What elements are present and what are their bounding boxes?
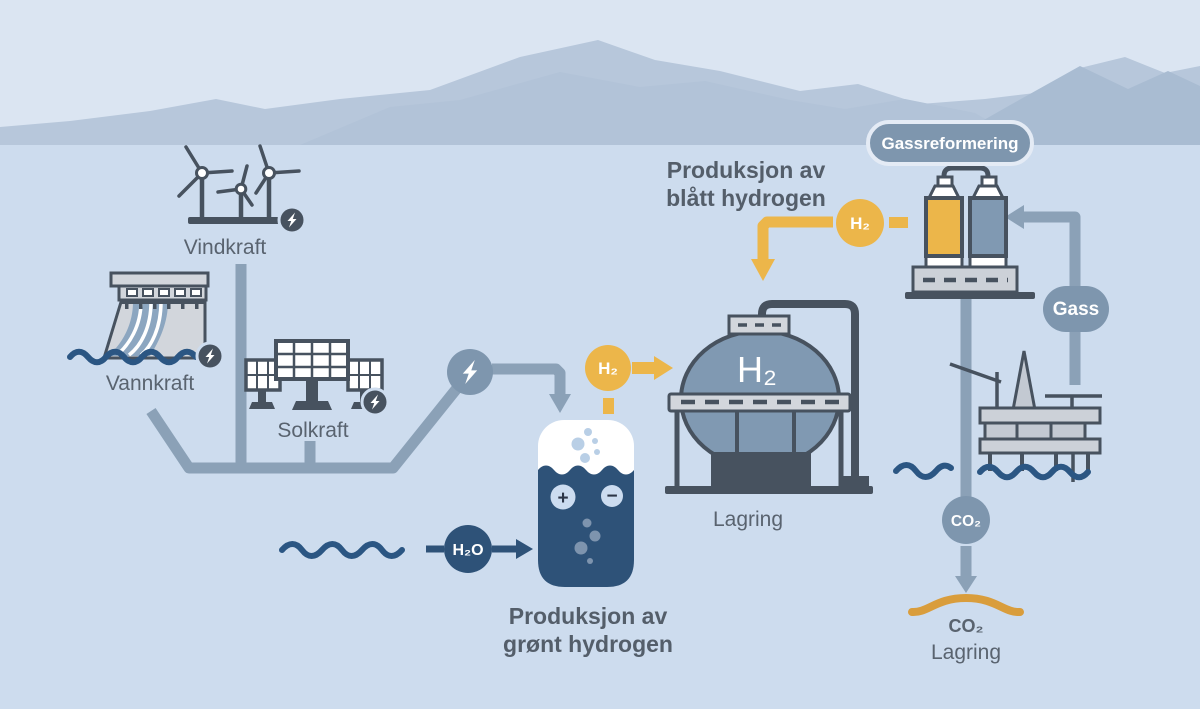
hydro-dam-icon <box>67 271 225 371</box>
gas-badge-pill: Gass <box>1043 286 1109 332</box>
cathode-circle <box>601 485 623 507</box>
green-caption-line2: grønt hydrogen <box>503 631 673 657</box>
h2-blue-badge-text: H₂ <box>850 214 870 233</box>
h2-blue-circle <box>836 199 884 247</box>
blue-caption-line1: Produksjon av <box>667 157 826 183</box>
h2-green-arrowhead <box>654 356 673 380</box>
co2-arrowhead <box>955 576 977 593</box>
minus-sign: − <box>606 486 617 507</box>
tank-h2-text: H₂ <box>737 349 777 390</box>
h2-dash-to-reformer <box>889 217 908 228</box>
h2-blue-elbow-line <box>757 216 833 260</box>
blue-caption-line2: blått hydrogen <box>666 185 826 211</box>
h2-green-arrow-shaft <box>632 362 655 374</box>
connector-electricity-arrow-line <box>492 363 566 395</box>
co2-storage-line1: CO₂ <box>949 616 984 636</box>
hydro-lightning-badge <box>195 341 225 371</box>
h2-green-circle <box>585 345 631 391</box>
solar-label: Solkraft <box>277 419 348 442</box>
reformer-badge-pill: Gassreformering <box>866 120 1034 166</box>
solar-lightning-badge <box>360 387 390 417</box>
plus-sign: + <box>557 488 568 509</box>
wind-lightning-badge <box>277 205 307 235</box>
connector-gas-to-reformer-line <box>1024 211 1081 288</box>
co2-circle <box>942 496 990 544</box>
left-waves-icon <box>893 462 954 480</box>
co2-badge-text: CO₂ <box>951 513 981 530</box>
lightning-bolt-icon <box>462 360 478 384</box>
seabed-dome-icon <box>908 593 1024 616</box>
waves-icon <box>279 541 405 559</box>
reformer-badge-text: Gassreformering <box>882 134 1019 153</box>
electricity-arrowhead <box>549 394 571 413</box>
gas-reformer-icon <box>905 165 1035 299</box>
mountains-mid <box>300 72 1030 145</box>
gas-badge-text: Gass <box>1053 299 1099 320</box>
h2o-arrowhead <box>516 539 533 559</box>
co2-storage-line2: Lagring <box>931 641 1001 664</box>
solar-panels-icon <box>244 339 390 417</box>
connector-bus-line <box>146 383 463 474</box>
wind-label: Vindkraft <box>184 236 267 259</box>
anode-circle <box>550 484 576 510</box>
gas-arrowhead <box>1005 205 1024 229</box>
electrolysis-cell-icon: + − <box>538 420 634 587</box>
h2o-badge-text: H₂O <box>452 542 483 559</box>
spherical-tank-icon: H₂ <box>665 300 873 494</box>
hydro-label: Vannkraft <box>106 372 194 395</box>
h2-dash-to-cell <box>603 398 614 414</box>
dam-wave <box>67 348 199 366</box>
tank-storage-label: Lagring <box>713 508 783 531</box>
h2-blue-arrowhead <box>751 259 775 281</box>
electricity-circle <box>447 349 493 395</box>
h2o-circle <box>444 525 492 573</box>
platform-waves <box>977 463 1091 481</box>
offshore-platform-icon <box>949 350 1102 482</box>
green-caption-line1: Produksjon av <box>509 603 668 629</box>
h2-green-badge-text: H₂ <box>598 359 618 378</box>
wind-turbines-icon <box>177 144 307 235</box>
